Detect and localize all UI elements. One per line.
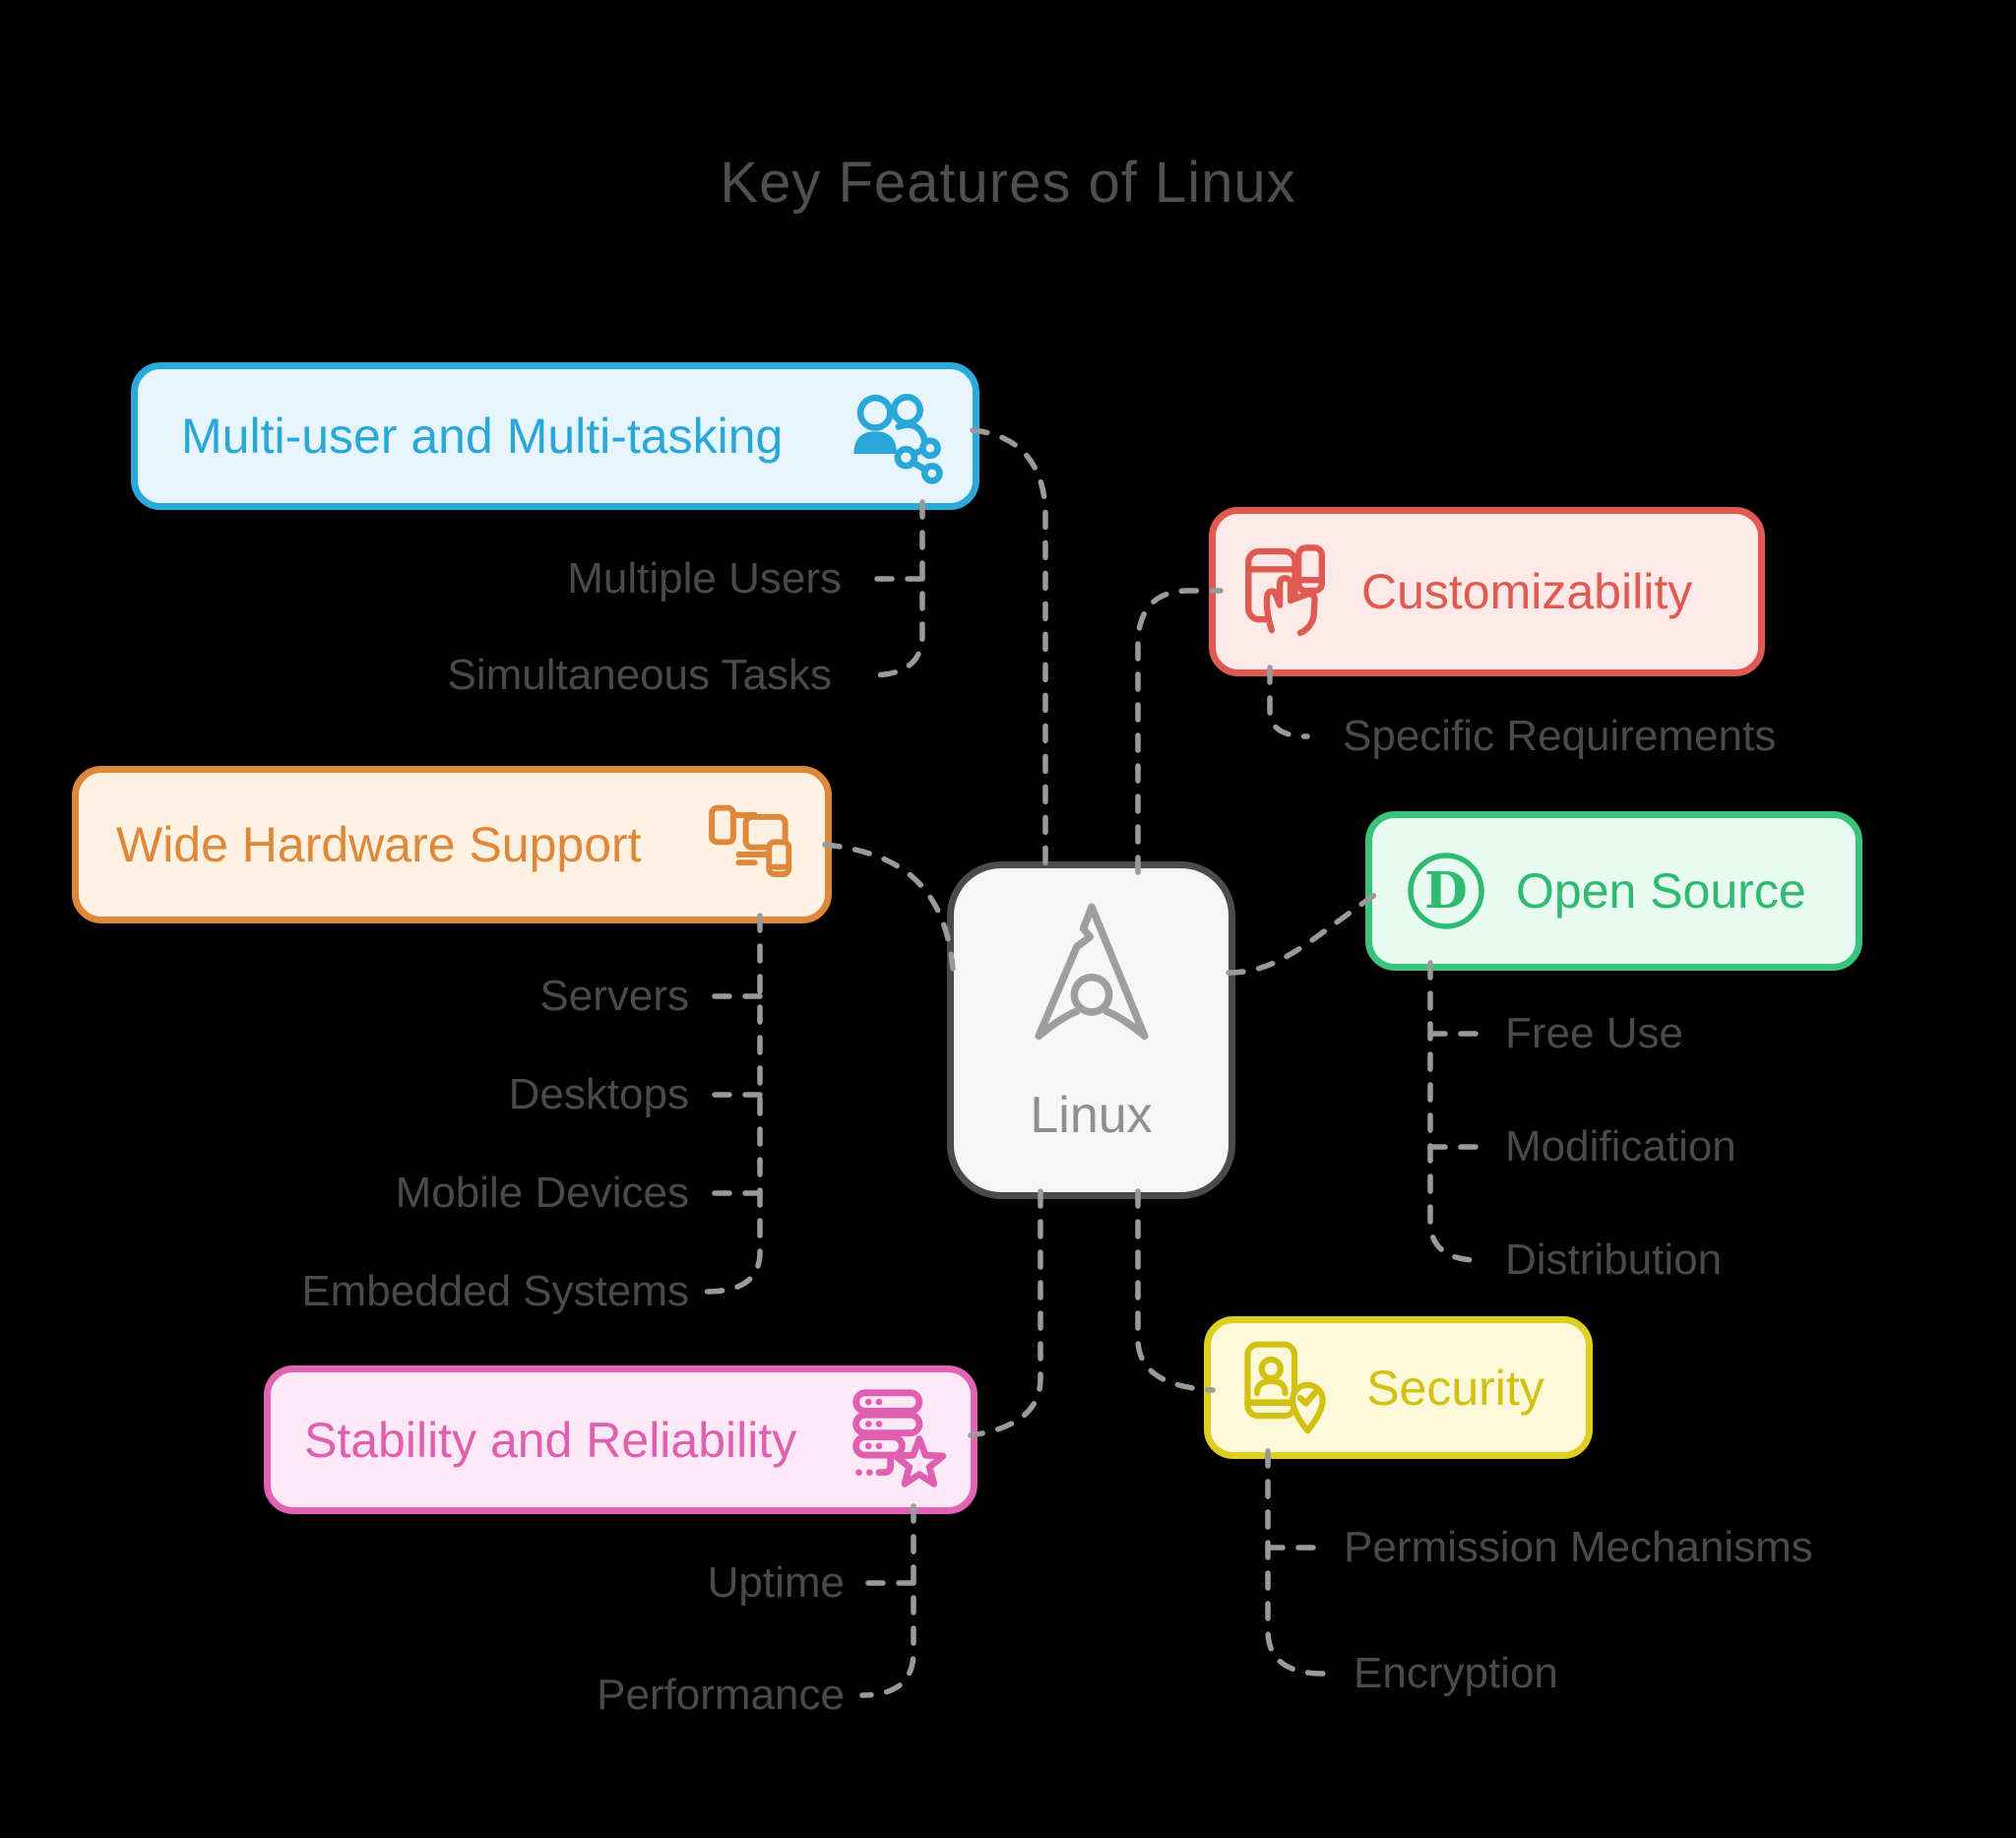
node-multi-user[interactable]: Multi-user and Multi-tasking — [131, 362, 979, 510]
child-modification[interactable]: Modification — [1505, 1122, 1736, 1171]
edge-hardware-children — [704, 913, 763, 1295]
node-multi-user-label: Multi-user and Multi-tasking — [181, 409, 784, 464]
child-free-use[interactable]: Free Use — [1505, 1009, 1683, 1057]
node-stability-label: Stability and Reliability — [304, 1412, 797, 1468]
child-embedded-systems[interactable]: Embedded Systems — [301, 1267, 689, 1315]
node-stability[interactable]: Stability and Reliability — [264, 1365, 977, 1514]
node-open-source[interactable]: D Open Source — [1365, 811, 1862, 971]
child-mobile-devices[interactable]: Mobile Devices — [395, 1169, 689, 1217]
child-desktops[interactable]: Desktops — [508, 1070, 689, 1118]
devices-hand-icon — [1241, 542, 1340, 641]
edge-security-children — [1265, 1448, 1326, 1677]
edge-center-stability — [968, 1188, 1043, 1438]
svg-text:D: D — [1424, 861, 1468, 919]
child-servers[interactable]: Servers — [539, 972, 689, 1020]
child-permission-mechanisms[interactable]: Permission Mechanisms — [1344, 1523, 1813, 1571]
node-security-label: Security — [1366, 1360, 1544, 1416]
edge-hardware-center — [822, 842, 956, 972]
node-hardware-label: Wide Hardware Support — [116, 817, 642, 872]
node-security[interactable]: Security — [1204, 1316, 1593, 1459]
edge-center-security — [1135, 1188, 1216, 1393]
child-multiple-users[interactable]: Multiple Users — [567, 554, 842, 602]
child-simultaneous-tasks[interactable]: Simultaneous Tasks — [447, 651, 833, 699]
page-title: Key Features of Linux — [720, 151, 1296, 215]
arch-linux-logo — [1009, 894, 1174, 1084]
node-customizability[interactable]: Customizability — [1209, 507, 1765, 676]
circled-d-icon: D — [1402, 847, 1490, 935]
server-star-icon — [843, 1385, 953, 1495]
center-node-linux[interactable]: Linux — [947, 861, 1235, 1199]
center-node-label: Linux — [1030, 1087, 1153, 1144]
users-network-icon — [845, 385, 947, 487]
edge-multiuser-center — [970, 427, 1048, 875]
child-performance[interactable]: Performance — [597, 1671, 845, 1719]
edge-opensource-children — [1427, 960, 1481, 1263]
node-customizability-label: Customizability — [1361, 564, 1693, 619]
edge-center-opensource — [1226, 891, 1379, 976]
child-specific-requirements[interactable]: Specific Requirements — [1343, 712, 1777, 760]
child-encryption[interactable]: Encryption — [1354, 1649, 1558, 1697]
multi-device-icon — [703, 795, 801, 894]
node-open-source-label: Open Source — [1516, 863, 1806, 919]
child-distribution[interactable]: Distribution — [1505, 1236, 1723, 1284]
edge-stability-children — [859, 1503, 916, 1698]
edge-multiuser-children — [867, 499, 925, 678]
child-uptime[interactable]: Uptime — [707, 1558, 845, 1607]
node-hardware[interactable]: Wide Hardware Support — [72, 766, 832, 923]
edge-specific-requirements — [1267, 665, 1310, 739]
id-card-pin-icon — [1236, 1339, 1335, 1437]
